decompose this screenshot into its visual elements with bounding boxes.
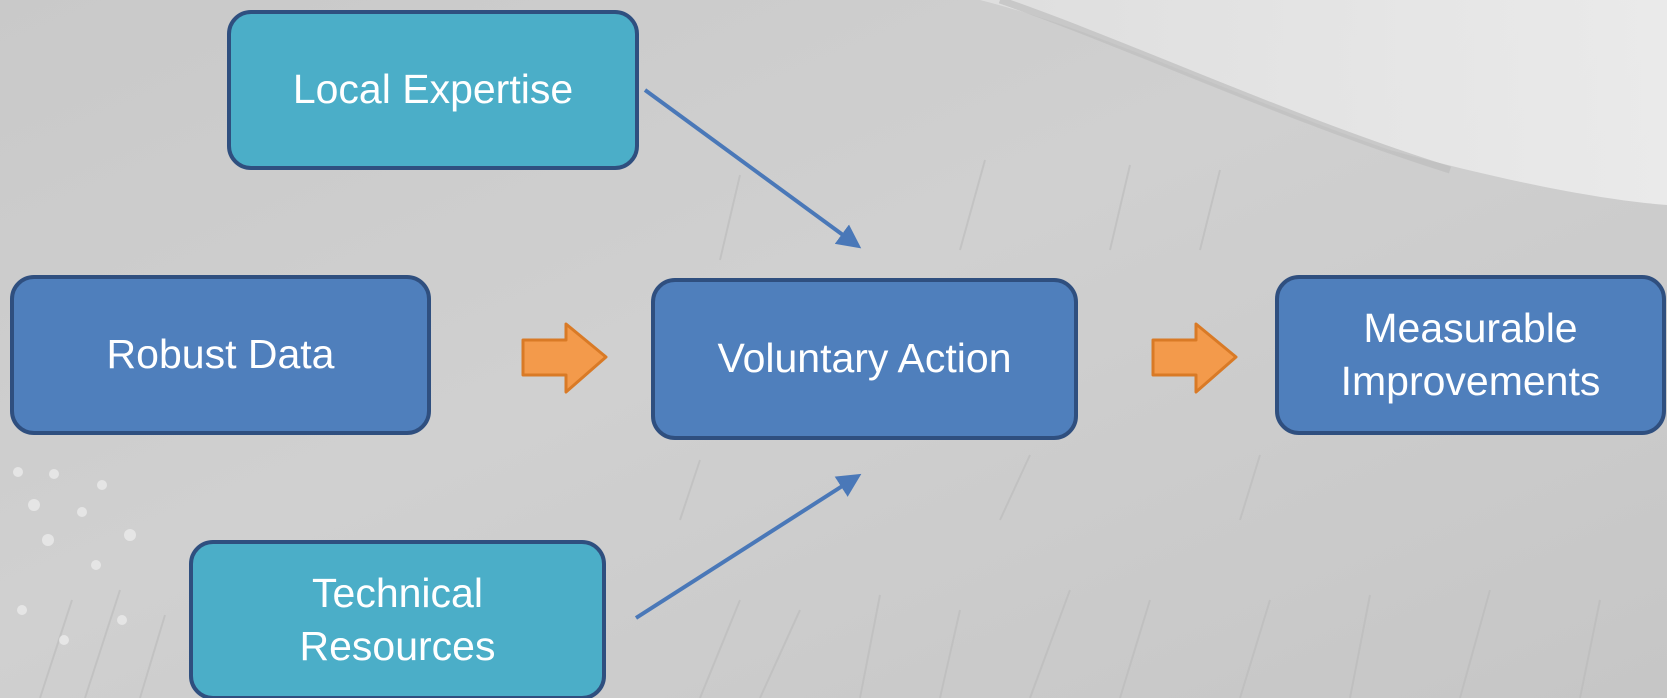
voluntary-action-node: Voluntary Action [651, 278, 1078, 440]
measurable-improvements-node: Measurable Improvements [1275, 275, 1666, 435]
technical-resources-node: Technical Resources [189, 540, 606, 698]
robust-data-node: Robust Data [10, 275, 431, 435]
local-expertise-node: Local Expertise [227, 10, 639, 170]
